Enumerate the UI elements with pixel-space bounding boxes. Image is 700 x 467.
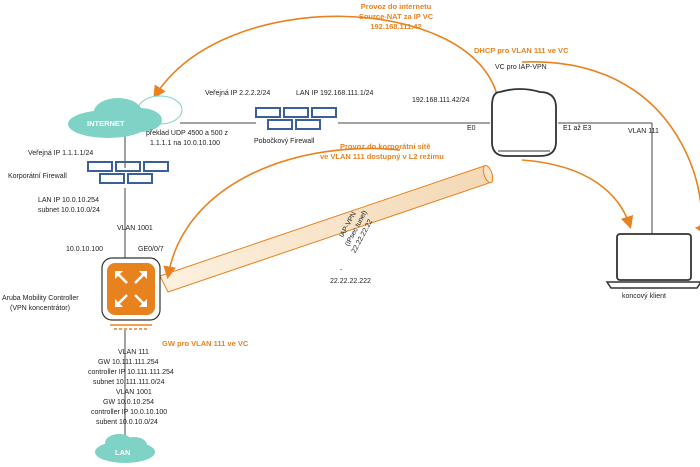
arrow-corp-traffic bbox=[163, 147, 401, 280]
vlan111-right-label: VLAN 111 bbox=[628, 128, 659, 135]
ctrl-detail-4: VLAN 1001 bbox=[116, 389, 152, 396]
vc-ip-label: 192.168.111.42/24 bbox=[412, 97, 469, 104]
access-point-icon bbox=[491, 88, 557, 157]
ge-port-label: GE0/0/7 bbox=[138, 246, 164, 253]
corp-firewall-label: Korporátní Firewall bbox=[8, 173, 67, 180]
labels: Provoz do internetu Source-NAT za IP VC … bbox=[2, 2, 666, 426]
controller-icon bbox=[101, 257, 161, 330]
internet-nat-title: Provoz do internetu bbox=[361, 2, 432, 11]
client-label: koncový klient bbox=[622, 293, 666, 300]
vlan1001-label: VLAN 1001 bbox=[117, 225, 153, 232]
port-e0-label: E0 bbox=[467, 125, 476, 132]
ctrl-detail-1: GW 10.111.111.254 bbox=[98, 359, 159, 366]
ctrl-detail-0: VLAN 111 bbox=[118, 349, 149, 356]
ctrl-detail-5: GW 10.0.10.254 bbox=[103, 399, 154, 406]
home-firewall-label: Pobočkový Firewall bbox=[254, 138, 315, 145]
laptop-icon bbox=[605, 233, 700, 289]
corp-traffic-line2: ve VLAN 111 dostupný v L2 režimu bbox=[320, 152, 444, 161]
port-e1-e3-label: E1 až E3 bbox=[563, 125, 592, 132]
arrow-nat-to-internet bbox=[153, 15, 498, 99]
dhcp-label: DHCP pro VLAN 111 ve VC bbox=[474, 46, 569, 55]
controller-label-line1: Aruba Mobility Controller bbox=[2, 295, 79, 302]
translation-line1: překlad UDP 4500 a 500 z bbox=[146, 130, 228, 137]
connection-lines bbox=[124, 122, 653, 440]
controller-details: VLAN 111 GW 10.111.111.254 controller IP… bbox=[88, 349, 174, 426]
home-firewall-icon bbox=[255, 107, 337, 130]
ctrl-detail-3: subnet 10.111.111.0/24 bbox=[93, 379, 165, 386]
corp-traffic-line1: Provoz do korporátní sítě bbox=[340, 142, 430, 151]
lan-cloud-icon: LAN bbox=[95, 434, 155, 463]
controller-ip-label: 10.0.10.100 bbox=[66, 246, 103, 253]
arrow-dhcp-to-client bbox=[521, 61, 700, 236]
internet-cloud-icon: INTERNET bbox=[68, 95, 183, 138]
controller-label-line2: (VPN koncentrátor) bbox=[10, 305, 70, 312]
tunnel-dash: - bbox=[340, 267, 343, 274]
lan-label: LAN bbox=[115, 448, 130, 457]
tunnel-ip2: 22.22.22.222 bbox=[330, 278, 371, 285]
corp-lan-ip-label: LAN IP 10.0.10.254 bbox=[38, 197, 99, 204]
corp-subnet-label: subnet 10.0.10.0/24 bbox=[38, 207, 100, 214]
ipsec-tunnel bbox=[159, 164, 494, 293]
public-ip-label: Veřejná IP 2.2.2.2/24 bbox=[205, 90, 270, 97]
ctrl-detail-2: controller IP 10.111.111.254 bbox=[88, 369, 174, 376]
vc-label: VC pro IAP-VPN bbox=[495, 64, 547, 71]
lan-ip-home-label: LAN IP 192.168.111.1/24 bbox=[296, 90, 374, 97]
gw-label: GW pro VLAN 111 ve VC bbox=[162, 339, 249, 348]
translation-line2: 1.1.1.1 na 10.0.10.100 bbox=[150, 140, 220, 147]
corp-public-ip-label: Veřejná IP 1.1.1.1/24 bbox=[28, 150, 93, 157]
arrow-ap-to-client bbox=[521, 159, 634, 230]
internet-nat-line2: Source-NAT za IP VC bbox=[359, 12, 434, 21]
ctrl-detail-7: subent 10.0.10.0/24 bbox=[96, 419, 158, 426]
traffic-arrows bbox=[153, 15, 700, 280]
ctrl-detail-6: controller IP 10.0.10.100 bbox=[91, 409, 167, 416]
corp-firewall-icon bbox=[87, 161, 169, 184]
internet-label: INTERNET bbox=[87, 119, 125, 128]
internet-nat-ip: 192.168.111.42 bbox=[370, 22, 421, 31]
